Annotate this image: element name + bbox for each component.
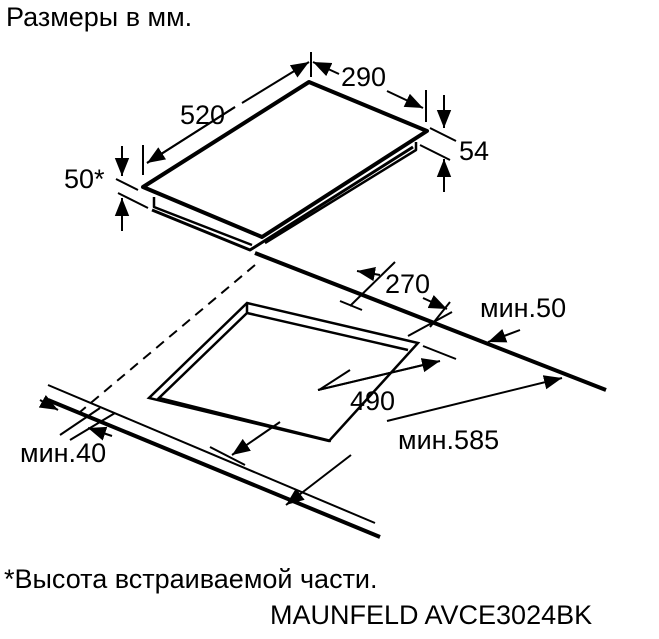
dim-520 (142, 52, 312, 175)
label-min-50: мин.50 (480, 293, 567, 323)
label-min-40: мин.40 (20, 438, 107, 468)
page-title: Размеры в мм. (6, 2, 193, 32)
dim-min-40 (38, 394, 116, 441)
dim-290 (312, 61, 427, 122)
dim-50-star (114, 146, 149, 231)
label-290: 290 (341, 62, 387, 92)
hob-drawing (141, 80, 429, 252)
countertop-drawing (47, 251, 607, 539)
label-54: 54 (459, 136, 490, 166)
dim-min-50 (407, 311, 521, 343)
footnote-text: *Высота встраиваемой части. (4, 564, 378, 594)
label-490: 490 (350, 386, 396, 416)
label-520: 520 (180, 100, 226, 130)
model-name: MAUNFELD AVCE3024BK (270, 600, 593, 630)
label-270: 270 (385, 269, 431, 299)
label-50-star: 50* (64, 164, 105, 194)
dim-54 (419, 95, 457, 192)
label-min-585: мин.585 (398, 425, 500, 455)
dim-490 (209, 345, 457, 466)
dim-min-585 (285, 375, 563, 506)
